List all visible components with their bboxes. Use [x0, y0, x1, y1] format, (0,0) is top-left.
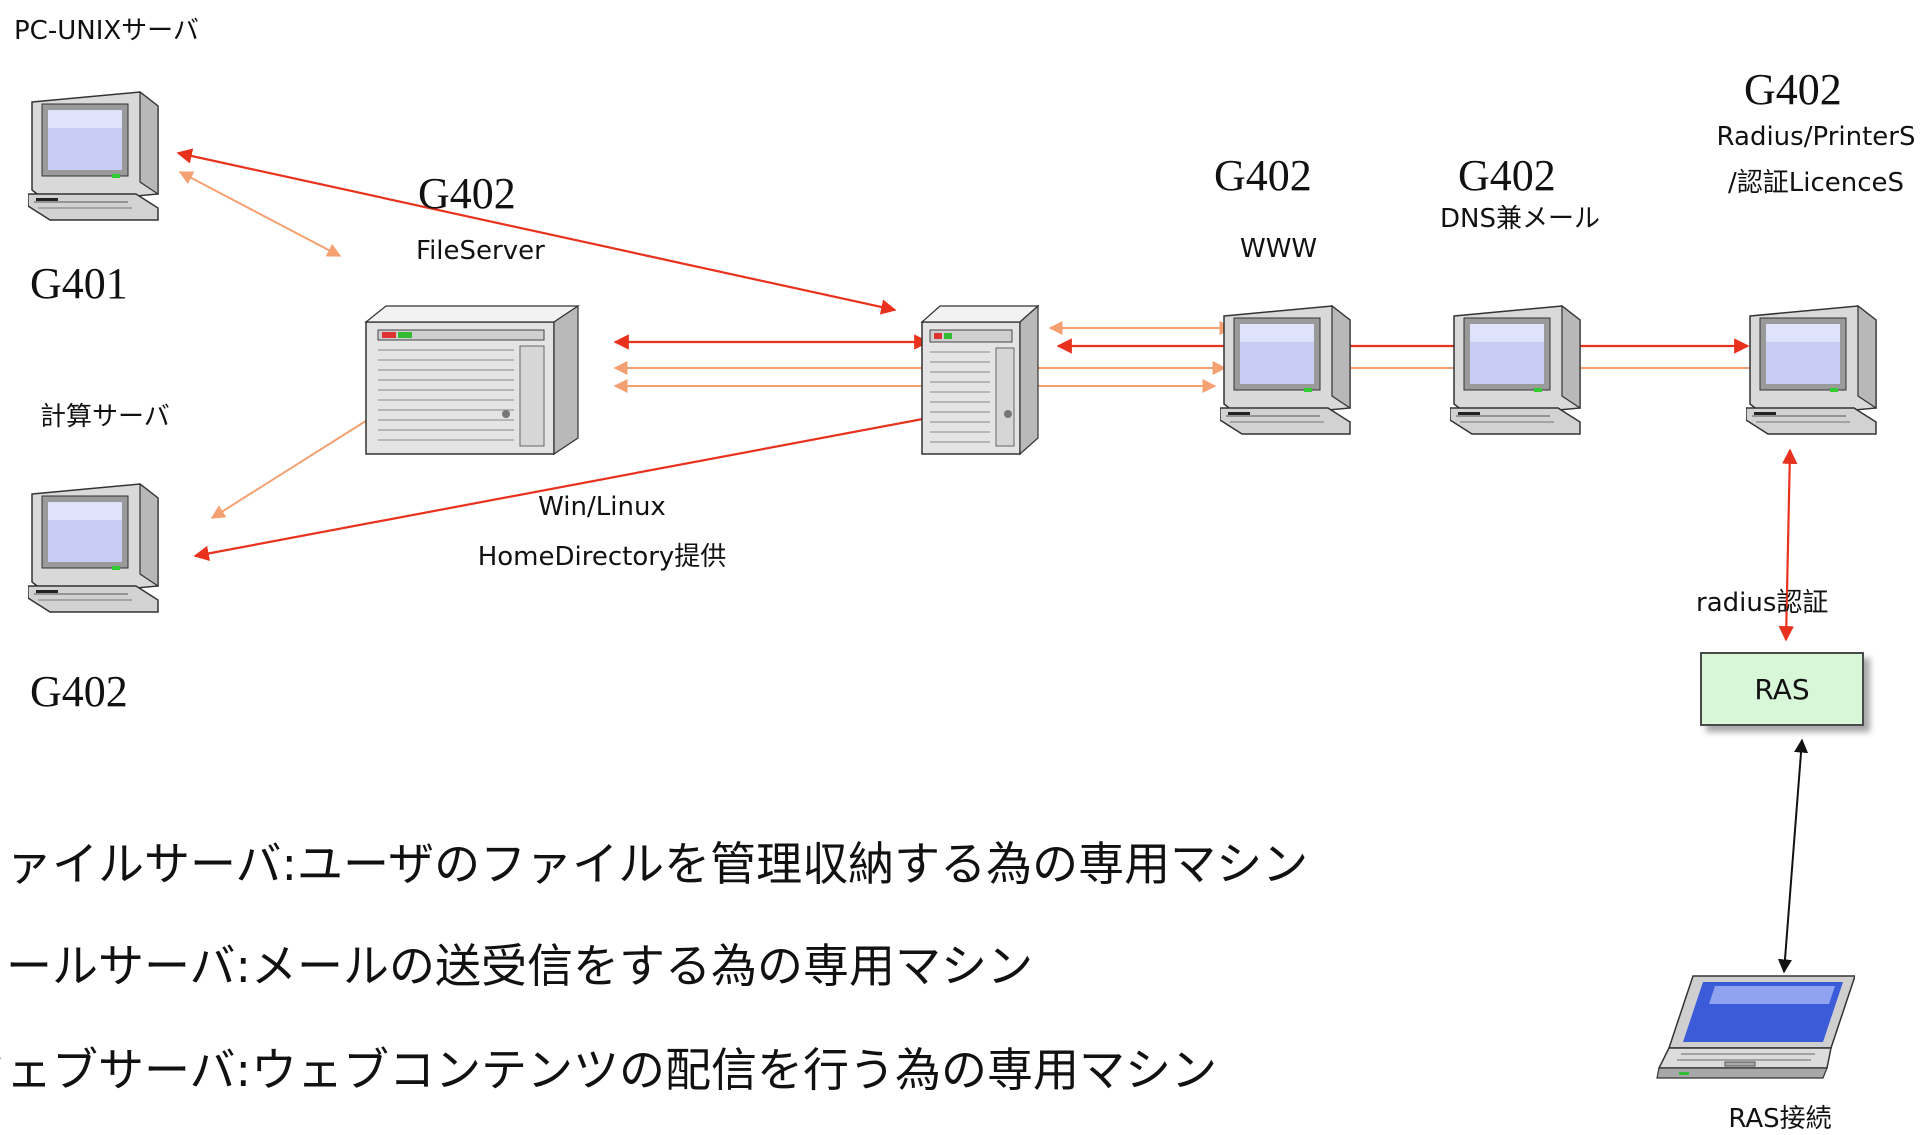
fileserver-name-label: FileServer: [416, 236, 545, 266]
link-ras-laptop: [1777, 738, 1809, 974]
www-room-label: G402: [1214, 151, 1312, 200]
radius-auth-label: radius認証: [1696, 588, 1829, 618]
mailserver-description: メールサーバ:メールの送受信をする為の専用マシン: [0, 939, 1034, 993]
g402-left-label: G402: [30, 667, 128, 716]
ras-connect-label: RAS接続: [1728, 1104, 1832, 1134]
radius-room-label: G402: [1744, 65, 1842, 114]
ras-box: RAS: [1700, 652, 1864, 726]
dns-room-label: G402: [1458, 151, 1556, 200]
webserver-description: ウェブサーバ:ウェブコンテンツの配信を行う為の専用マシン: [0, 1043, 1218, 1097]
link-pcunix-hub: [176, 148, 897, 315]
ras-label: RAS: [1754, 672, 1810, 706]
licence-label: /認証LicenceS: [1727, 168, 1905, 198]
calc-server-label: 計算サーバ: [40, 402, 170, 432]
link-pcunix-fileserver: [178, 171, 342, 257]
laptop-icon: [1656, 975, 1855, 1079]
g401-label: G401: [30, 259, 128, 308]
link-calc-hub: [193, 409, 946, 562]
pcunix-computer-icon: [28, 90, 159, 221]
www-computer-icon: [1220, 304, 1351, 435]
link-radius-ras: [1778, 448, 1798, 642]
www-name-label: WWW: [1240, 234, 1318, 264]
calc-computer-icon: [28, 482, 159, 613]
dns-name-label: DNS兼メール: [1440, 204, 1600, 234]
fileserver-description: ファイルサーバ:ユーザのファイルを管理収納する為の専用マシン: [0, 837, 1309, 891]
fileserver-icon: [364, 304, 580, 456]
fileserver-room-label: G402: [418, 169, 516, 218]
homedirectory-label: HomeDirectory提供: [477, 542, 727, 572]
pcunix-server-label: PC-UNIXサーバ: [14, 16, 199, 46]
router-tower-icon: [920, 304, 1040, 456]
winlinux-label: Win/Linux: [538, 492, 666, 522]
link-calc-fileserver: [210, 411, 382, 519]
radius-computer-icon: [1746, 304, 1877, 435]
radius-printer-label: Radius/PrinterS: [1716, 122, 1916, 152]
dns-computer-icon: [1450, 304, 1581, 435]
